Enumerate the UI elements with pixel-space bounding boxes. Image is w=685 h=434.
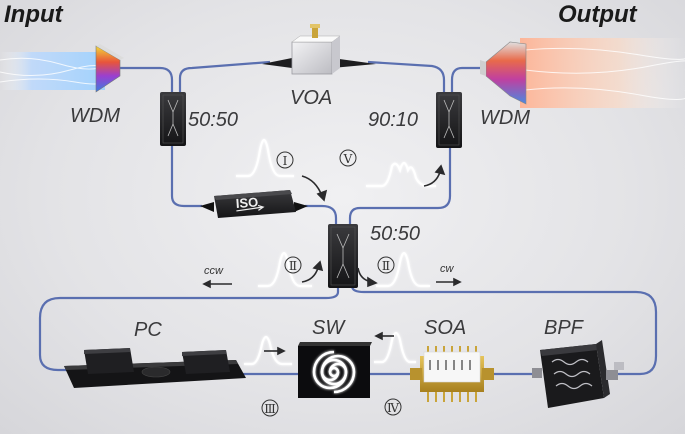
ccw-label: ccw [204,265,224,277]
output-label: Output [558,1,638,28]
cw-label: cw [440,263,455,275]
pulse-5 [366,161,436,188]
fiber-ccw [38,286,340,372]
pulse-4 [374,331,416,364]
bpf-device [532,340,624,408]
input-label: Input [4,1,64,28]
fiber-iso-to-center [305,204,338,224]
fiber-to-wdm-out [450,66,486,92]
wdm-left [95,44,124,93]
coupler-left-label: 50:50 [188,109,238,131]
spiral-waveguide-chip [298,342,372,398]
polarization-controller [64,348,246,388]
fiber-wdm-in [118,66,174,92]
voa-label: VOA [290,87,332,109]
coupler-left [160,92,186,146]
fiber-paths [38,60,658,376]
pulses [236,138,436,366]
isolator-label: ISO [235,194,258,211]
wdm-right-label: WDM [480,107,530,129]
marker-1: Ⅰ [283,154,288,168]
sw-label: SW [312,317,346,339]
marker-2-ccw: Ⅱ [289,259,297,273]
fiber-right-to-center [348,148,452,224]
coupler-center-label: 50:50 [370,223,420,245]
fiber-cw [350,285,658,376]
fiber-to-iso [170,145,202,208]
pulse-1 [236,138,294,178]
marker-group: Ⅰ Ⅴ Ⅱ Ⅱ Ⅲ Ⅳ [261,149,402,417]
coupler-right-label: 90:10 [368,109,418,131]
soa-label: SOA [424,317,466,339]
pulse-cw [376,251,430,288]
marker-3: Ⅲ [264,402,276,416]
fiber-to-voa [178,60,271,92]
soa-device [410,346,494,402]
bpf-label: BPF [544,317,585,339]
pulse-3 [244,335,292,366]
coupler-right [436,92,462,148]
output-beam [520,38,685,108]
fiber-from-voa [367,60,446,92]
marker-4: Ⅳ [387,401,400,415]
pulse-ccw [258,251,312,288]
wdm-right [480,41,527,105]
wdm-left-label: WDM [70,105,120,127]
arrows [202,164,462,356]
marker-5: Ⅴ [343,152,353,166]
isolator: ISO [200,190,308,218]
marker-2-cw: Ⅱ [382,259,390,273]
pc-label: PC [134,319,162,341]
voa-device [262,24,376,75]
coupler-center [328,224,358,288]
